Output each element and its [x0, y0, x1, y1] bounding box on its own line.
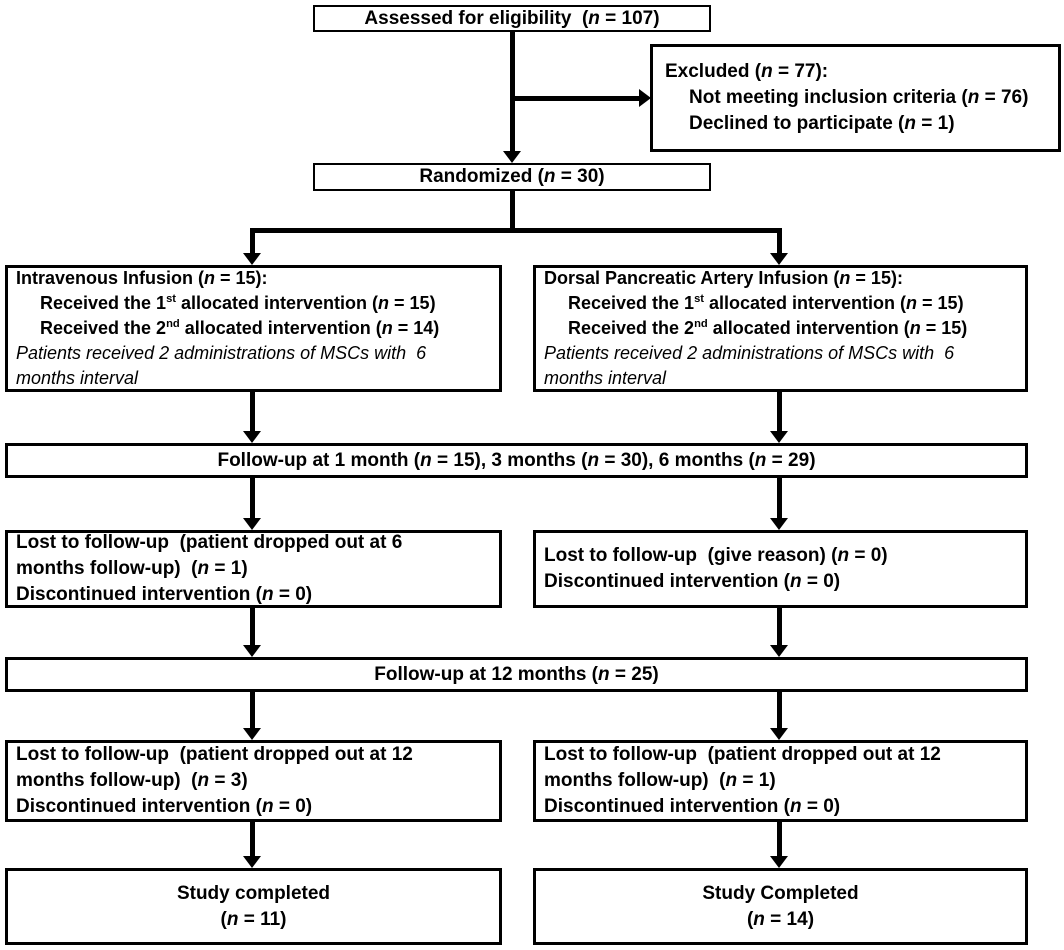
text-line: months interval — [16, 368, 139, 388]
text-line: Assessed for eligibility (n = 107) — [364, 7, 660, 29]
text-line: Discontinued intervention (n = 0) — [16, 584, 313, 605]
text-line: Study Completed — [702, 882, 859, 904]
text-line: Received the 2nd allocated intervention … — [568, 318, 968, 338]
connector-fu2-left-down — [250, 692, 255, 730]
text-line: Received the 1st allocated intervention … — [40, 293, 436, 313]
text-line: Received the 1st allocated intervention … — [568, 293, 964, 313]
text-line: Not meeting inclusion criteria (n = 76) — [689, 87, 1029, 108]
arrowhead-down-icon — [243, 253, 261, 265]
text-line: Follow-up at 1 month (n = 15), 3 months … — [217, 449, 816, 471]
text-line: Lost to follow-up (patient dropped out a… — [16, 532, 403, 553]
text-line: Patients received 2 administrations of M… — [544, 343, 955, 363]
text-line: months interval — [544, 368, 667, 388]
box-lost-followup-right: Lost to follow-up (give reason) (n = 0) D… — [533, 530, 1028, 608]
text-line: (n = 14) — [746, 908, 815, 930]
text-line: months follow-up) (n = 3) — [16, 770, 248, 791]
connector-split-left — [250, 228, 255, 255]
text-line: Patients received 2 administrations of M… — [16, 343, 427, 363]
box-assessed-eligibility: Assessed for eligibility (n = 107) — [313, 5, 711, 32]
box-group-intravenous-infusion: Intravenous Infusion (n = 15): Received t… — [5, 265, 502, 392]
arrowhead-down-icon — [770, 645, 788, 657]
connector-lost1-left-down — [250, 608, 255, 646]
connector-fu2-right-down — [777, 692, 782, 730]
box-followup-1-3-6-months: Follow-up at 1 month (n = 15), 3 months … — [5, 443, 1028, 478]
text-line: Randomized (n = 30) — [419, 166, 605, 187]
box-lost-followup-12m-right: Lost to follow-up (patient dropped out a… — [533, 740, 1028, 822]
text-line: Excluded (n = 77): — [665, 61, 829, 82]
text-line: Study completed — [176, 882, 331, 904]
arrowhead-down-icon — [770, 518, 788, 530]
box-group-dorsal-pancreatic-artery-infusion: Dorsal Pancreatic Artery Infusion (n = 1… — [533, 265, 1028, 392]
text-line: Follow-up at 12 months (n = 25) — [374, 663, 659, 685]
text-line: Discontinued intervention (n = 0) — [16, 796, 313, 817]
connector-assessed-to-randomized — [510, 32, 515, 152]
connector-to-excluded — [512, 96, 639, 101]
box-study-completed-right: Study Completed (n = 14) — [533, 868, 1028, 945]
arrowhead-down-icon — [243, 431, 261, 443]
text-line: Discontinued intervention (n = 0) — [544, 796, 841, 817]
box-lost-followup-12m-left: Lost to follow-up (patient dropped out a… — [5, 740, 502, 822]
connector-fu1-right-down — [777, 478, 782, 519]
arrowhead-down-icon — [243, 518, 261, 530]
box-lost-followup-6m-left: Lost to follow-up (patient dropped out a… — [5, 530, 502, 608]
arrowhead-down-icon — [770, 253, 788, 265]
text-line: Intravenous Infusion (n = 15): — [16, 268, 268, 288]
connector-randomized-down — [510, 191, 515, 231]
connector-lost2-right-down — [777, 822, 782, 858]
text-line: Lost to follow-up (patient dropped out a… — [544, 744, 941, 765]
arrowhead-down-icon — [770, 728, 788, 740]
connector-fu1-left-down — [250, 478, 255, 519]
text-line: Discontinued intervention (n = 0) — [544, 571, 841, 592]
text-line: months follow-up) (n = 1) — [544, 770, 776, 791]
text-line: (n = 11) — [220, 908, 287, 930]
arrowhead-down-icon — [770, 856, 788, 868]
text-line: Lost to follow-up (patient dropped out a… — [16, 744, 413, 765]
connector-split-right — [777, 228, 782, 255]
box-excluded: Excluded (n = 77): Not meeting inclusion … — [650, 44, 1061, 152]
text-line: months follow-up) (n = 1) — [16, 558, 248, 579]
arrowhead-down-icon — [770, 431, 788, 443]
arrowhead-down-icon — [503, 151, 521, 163]
box-randomized: Randomized (n = 30) — [313, 163, 711, 191]
arrowhead-down-icon — [243, 728, 261, 740]
text-line: Received the 2nd allocated intervention … — [40, 318, 440, 338]
text-line: Lost to follow-up (give reason) (n = 0) — [544, 545, 888, 566]
connector-lost2-left-down — [250, 822, 255, 858]
connector-lost1-right-down — [777, 608, 782, 646]
text-line: Declined to participate (n = 1) — [689, 113, 955, 134]
box-study-completed-left: Study completed (n = 11) — [5, 868, 502, 945]
arrowhead-down-icon — [243, 645, 261, 657]
connector-group-right-down — [777, 392, 782, 432]
connector-split-horizontal — [250, 228, 782, 233]
connector-group-left-down — [250, 392, 255, 432]
arrowhead-right-icon — [639, 89, 651, 107]
text-line: Dorsal Pancreatic Artery Infusion (n = 1… — [544, 268, 903, 288]
arrowhead-down-icon — [243, 856, 261, 868]
box-followup-12-months: Follow-up at 12 months (n = 25) — [5, 657, 1028, 692]
